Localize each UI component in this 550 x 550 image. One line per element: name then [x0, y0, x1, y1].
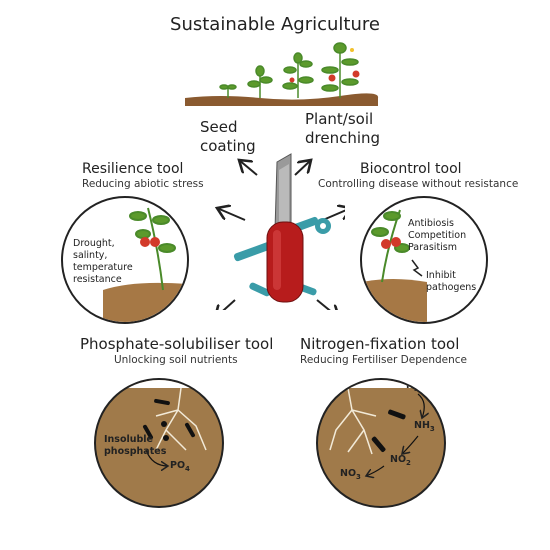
soil-mound [103, 282, 187, 322]
knife-handle [266, 221, 304, 303]
arrow-to-resilience [217, 208, 246, 221]
phosphate-particle [163, 435, 169, 441]
po4-label: PO4 [170, 460, 190, 473]
bacterium [185, 422, 195, 438]
root-system [329, 387, 377, 455]
nh3-label: NH3 [414, 420, 435, 433]
biocontrol-tool-header: Biocontrol tool Controlling disease with… [318, 161, 519, 190]
tomato-plant-icon [129, 207, 176, 291]
biocontrol-list: Antibiosis Competition Parasitism [408, 218, 467, 253]
conversion-arrow [145, 449, 168, 466]
no3-label: NO3 [340, 468, 361, 481]
bacterium [154, 398, 170, 406]
bacterium [371, 436, 386, 453]
arrow-to-seed-coating [239, 160, 258, 176]
inhibit-label: Inhibit pathogens [426, 270, 477, 293]
resilience-tool-header: Resilience tool Reducing abiotic stress [82, 161, 204, 190]
stress-list: Drought, salinty, temperature resistance [73, 238, 133, 285]
phosphate-particle [161, 421, 167, 427]
seedling-icon [219, 84, 237, 98]
arrow-to-phosphate [215, 299, 236, 310]
nh3-to-no2-arrow [402, 435, 419, 454]
arrow-to-biocontrol [322, 208, 345, 221]
arrow-to-nitrogen [316, 299, 339, 310]
phosphate-circle: Insoluble phosphates PO4 [94, 378, 224, 508]
no2-to-no3-arrow [366, 465, 385, 476]
resilience-circle: Drought, salinty, temperature resistance [61, 196, 189, 324]
nitrogen-tool-header: Nitrogen-fixation tool Reducing Fertilis… [300, 335, 467, 366]
tomato-plant-icon [371, 209, 410, 283]
bacterium [143, 424, 153, 440]
soil-strip [185, 93, 379, 106]
bacterium [388, 409, 406, 420]
n2-label: N2 [406, 380, 419, 393]
soil-mound [362, 279, 427, 322]
diagram-title: Sustainable Agriculture [170, 14, 380, 35]
plant-growth-row [185, 42, 379, 106]
teal-tool-bottom-left [249, 282, 271, 297]
multitool-knife [205, 153, 345, 310]
biocontrol-circle: Antibiosis Competition Parasitism Inhibi… [360, 196, 488, 324]
inhibit-arrow [411, 259, 423, 277]
growing-plant-icon [282, 52, 314, 98]
phosphate-tool-header: Phosphate-solubiliser tool Unlocking soi… [80, 335, 274, 366]
young-plant-icon [247, 65, 273, 98]
n2-to-nh3-arrow [417, 393, 424, 418]
arrow-to-plant-soil [294, 160, 311, 176]
no2-label: NO2 [390, 454, 411, 467]
nitrogen-circle: N2 NH3 NO2 NO3 [316, 378, 446, 508]
root-system [155, 387, 207, 451]
insoluble-phosphates-label: Insoluble phosphates [104, 434, 167, 457]
tomato-plant-icon [321, 42, 360, 98]
